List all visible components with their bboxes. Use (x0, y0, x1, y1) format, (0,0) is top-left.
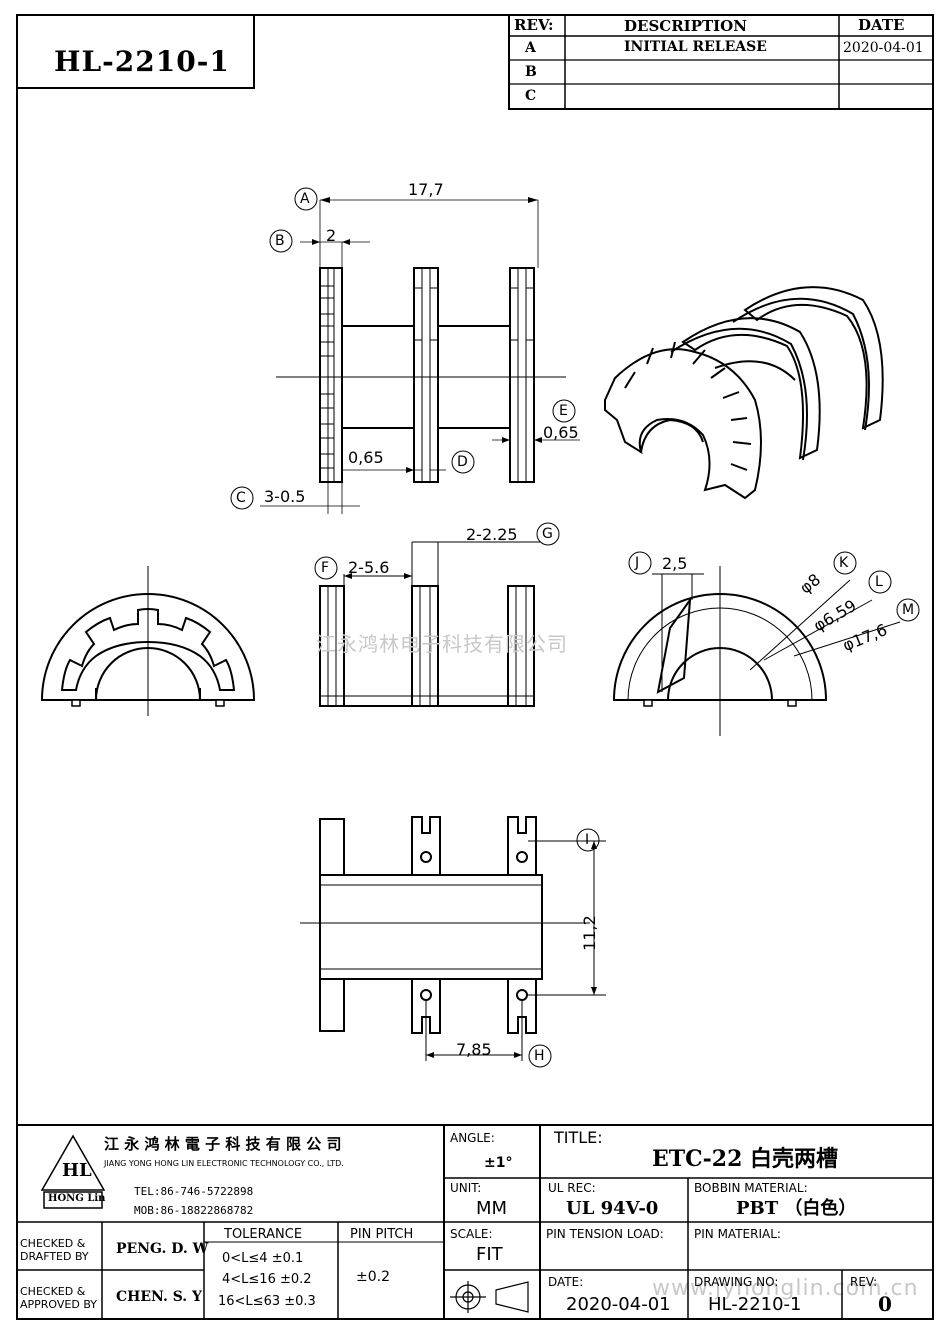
title-block-grid (16, 1124, 934, 1320)
ul-rec-value: UL 94V-0 (566, 1198, 659, 1219)
dim-c-value: 3-0.5 (264, 487, 306, 506)
description-header: DESCRIPTION (624, 17, 747, 35)
unit-value: MM (476, 1198, 508, 1219)
callout-l: L (875, 574, 883, 590)
angle-label: ANGLE: (450, 1131, 495, 1145)
pin-pitch-value: ±0.2 (356, 1269, 390, 1285)
date-value: 2020-04-01 (566, 1294, 671, 1315)
callout-j: J (635, 555, 640, 571)
angle-value: ±1° (484, 1155, 513, 1171)
scale-label: SCALE: (450, 1227, 493, 1241)
tolerance-row-2: 4<L≤16 ±0.2 (222, 1272, 312, 1287)
logo-text: HONG Lin (48, 1193, 106, 1204)
isometric-view-drawing (604, 286, 884, 500)
bottom-view-drawing (300, 816, 606, 1061)
rev-row-a-description: INITIAL RELEASE (624, 39, 767, 55)
middle-side-view-drawing (319, 541, 540, 707)
callout-i: I (585, 832, 590, 848)
bobbin-material-value: PBT （白色） (736, 1198, 857, 1219)
callout-c: C (236, 490, 246, 506)
callout-f: F (321, 560, 330, 576)
company-name-cn: 江 永 鸿 林 電 子 科 技 有 限 公 司 (104, 1135, 342, 1153)
drawing-border (16, 14, 934, 1320)
rev-row-c-label: C (525, 88, 537, 104)
checked-drafted-label-1: CHECKED & (20, 1237, 86, 1250)
title-label: TITLE: (554, 1128, 603, 1147)
watermark-bottom: www.jyhonglin.com.cn (652, 1276, 919, 1301)
pin-tension-label: PIN TENSION LOAD: (546, 1227, 664, 1241)
logo-mark: HL (62, 1160, 92, 1181)
bobbin-material-label: BOBBIN MATERIAL: (694, 1181, 808, 1195)
callout-b: B (275, 233, 285, 249)
drawing-number-header: HL-2210-1 (54, 45, 230, 78)
company-mob: MOB:86-18822868782 (134, 1204, 254, 1217)
callout-k: K (839, 555, 849, 571)
dim-a-value: 17,7 (408, 180, 444, 199)
dim-f-value: 2-5.6 (348, 558, 390, 577)
company-logo (40, 1134, 106, 1209)
approved-by: CHEN. S. Y (116, 1289, 203, 1305)
unit-label: UNIT: (450, 1181, 482, 1195)
dim-g-value: 2-2.25 (466, 525, 518, 544)
tolerance-row-3: 16<L≤63 ±0.3 (218, 1294, 316, 1309)
checked-approved-label-1: CHECKED & (20, 1285, 86, 1298)
front-view-drawing (40, 566, 256, 716)
rev-value: 0 (878, 1292, 892, 1316)
callout-a: A (300, 191, 310, 207)
drawing-number-header-box (16, 14, 255, 89)
rev-label: REV: (850, 1275, 878, 1289)
drafted-by: PENG. D. W (116, 1241, 209, 1257)
rev-row-a-date: 2020-04-01 (843, 40, 924, 56)
dim-d-value: 0,65 (348, 448, 384, 467)
pin-material-label: PIN MATERIAL: (694, 1227, 781, 1241)
date-label: DATE: (548, 1275, 584, 1289)
right-arch-view-drawing (612, 566, 901, 736)
callout-g: G (542, 526, 553, 542)
side-view-drawing (260, 197, 580, 514)
dim-h-value: 7,85 (456, 1040, 492, 1059)
dim-e-value: 0,65 (543, 423, 579, 442)
dim-b-value: 2 (326, 226, 337, 245)
dim-i-value: 11,2 (579, 915, 599, 951)
rev-row-a-label: A (525, 40, 536, 56)
rev-header: REV: (514, 16, 554, 34)
scale-value: FIT (476, 1244, 503, 1265)
pin-pitch-label: PIN PITCH (350, 1227, 414, 1242)
callout-m: M (902, 602, 915, 618)
dim-j-value: 2,5 (662, 554, 688, 573)
rev-row-b-label: B (525, 64, 537, 80)
revision-table-grid (508, 14, 934, 110)
ul-rec-label: UL REC: (548, 1181, 596, 1195)
title-value: ETC-22 白壳两槽 (652, 1146, 839, 1172)
drawing-no-value: HL-2210-1 (708, 1294, 802, 1315)
callout-h: H (534, 1048, 545, 1064)
checked-approved-label-2: APPROVED BY (20, 1298, 98, 1311)
checked-drafted-label-2: DRAFTED BY (20, 1250, 89, 1263)
date-header: DATE (858, 16, 905, 34)
company-name-en: JIANG YONG HONG LIN ELECTRONIC TECHNOLOG… (104, 1159, 344, 1168)
watermark-center: 江永鸿林电子科技有限公司 (316, 632, 568, 656)
drawing-no-label: DRAWING NO: (694, 1275, 779, 1289)
tolerance-label: TOLERANCE (224, 1227, 303, 1242)
callout-e: E (559, 403, 568, 419)
company-tel: TEL:86-746-5722898 (134, 1185, 254, 1198)
callout-d: D (457, 454, 468, 470)
tolerance-row-1: 0<L≤4 ±0.1 (222, 1251, 304, 1266)
